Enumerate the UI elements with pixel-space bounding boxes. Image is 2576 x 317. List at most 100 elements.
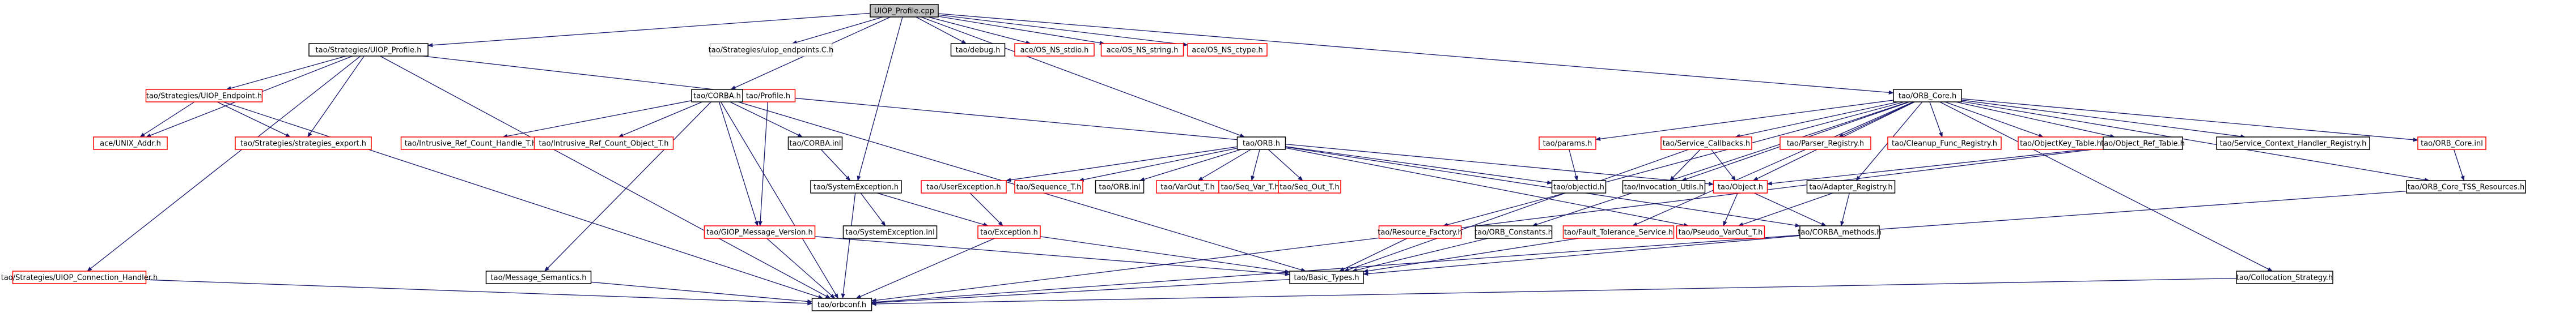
edge-orb_core-to-orb_core_inl [1961,98,2418,142]
node-label: tao/Intrusive_Ref_Count_Handle_T.h [405,140,536,148]
node-invocation_utils[interactable]: tao/Invocation_Utils.h [1622,180,1706,194]
node-orb_constants[interactable]: tao/ORB_Constants.h [1475,225,1553,239]
node-object[interactable]: tao/Object.h [1713,180,1768,194]
edge-sys_exception-to-exception [876,192,989,227]
edge-conn_handler-to-orbconf [146,279,813,306]
node-box [1622,180,1706,194]
node-label: tao/Strategies/strategies_export.h [240,140,366,148]
node-label: tao/Strategies/UIOP_Endpoint.h [146,92,262,101]
node-seq_var_t[interactable]: tao/Seq_Var_T.h [1218,180,1282,194]
node-root[interactable]: UIOP_Profile.cpp [870,4,939,18]
node-orb_core_inl[interactable]: tao/ORB_Core.inl [2417,136,2486,150]
node-giop_version[interactable]: tao/GIOP_Message_Version.h [704,225,816,239]
node-irc_handle[interactable]: tao/Intrusive_Ref_Count_Handle_T.h [400,136,541,150]
node-label: tao/Adapter_Registry.h [1809,183,1892,192]
node-box [1289,271,1364,284]
node-debug[interactable]: tao/debug.h [950,43,1006,57]
node-os_ctype[interactable]: ace/OS_NS_ctype.h [1187,43,1268,57]
edge-orb-to-user_exception [1006,146,1238,182]
node-box [2417,136,2486,150]
edge-corba-to-orbconf [720,101,839,299]
node-varout_t[interactable]: tao/VarOut_T.h [1156,180,1219,194]
edge-corba-to-giop_version [718,101,759,226]
node-tss_resources[interactable]: tao/ORB_Core_TSS_Resources.h [2406,180,2526,194]
edge-root-to-sys_exception [857,16,903,181]
node-label: tao/GIOP_Message_Version.h [706,229,813,237]
edge-strat_profile-to-profile [422,55,742,95]
node-service_context[interactable]: tao/Service_Context_Handler_Registry.h [2216,136,2370,150]
node-profile[interactable]: tao/Profile.h [740,89,796,102]
node-label: tao/Seq_Out_T.h [1279,183,1339,192]
node-box [1887,136,2002,150]
node-os_string[interactable]: ace/OS_NS_string.h [1100,43,1184,57]
node-corba_methods[interactable]: tao/CORBA_methods.h [1798,225,1882,239]
node-exception[interactable]: tao/Exception.h [977,225,1041,239]
node-strategies_export[interactable]: tao/Strategies/strategies_export.h [235,136,372,150]
node-objectkey_table[interactable]: tao/ObjectKey_Table.h [2018,136,2104,150]
node-box [1551,180,1607,194]
node-orbconf[interactable]: tao/orbconf.h [811,298,872,311]
node-uiop_endpoint[interactable]: tao/Strategies/UIOP_Endpoint.h [145,89,263,102]
node-adapter_registry[interactable]: tao/Adapter_Registry.h [1806,180,1896,194]
node-cleanup_func[interactable]: tao/Cleanup_Func_Registry.h [1887,136,2002,150]
node-sys_exception_inl[interactable]: tao/SystemException.inl [842,225,938,239]
node-box [485,271,592,284]
node-box [950,43,1006,57]
node-uiop_endpoints[interactable]: tao/Strategies/uiop_endpoints.C.h [709,43,834,57]
edge-orb_core-to-params [1595,100,1894,141]
node-box [2216,136,2370,150]
node-conn_handler[interactable]: tao/Strategies/UIOP_Connection_Handler.h [1,271,158,284]
edge-object-to-corba_methods [1753,192,1827,226]
node-object_ref_table[interactable]: tao/Object_Ref_Table.h [2101,136,2185,150]
edge-orb-to-varout_t [1197,149,1251,181]
node-collocation[interactable]: tao/Collocation_Strategy.h [2236,271,2333,284]
node-label: tao/CORBA.inl [790,140,841,148]
node-parser_registry[interactable]: tao/Parser_Registry.h [1780,136,1871,150]
edge-strat_profile-to-conn_handler [87,55,361,272]
node-sequence_t[interactable]: tao/Sequence_T.h [1014,180,1083,194]
edge-object_ref_table-to-object [1766,147,2104,186]
node-objectid[interactable]: tao/objectid.h [1551,180,1607,194]
node-label: tao/Message_Semantics.h [491,274,587,282]
node-orb_inl[interactable]: tao/ORB.inl [1095,180,1145,194]
node-pseudo_varout[interactable]: tao/Pseudo_VarOut_T.h [1676,225,1765,239]
node-label: tao/SystemException.inl [845,229,934,237]
edge-orb_core-to-service_context [1961,100,2246,139]
node-corba[interactable]: tao/CORBA.h [691,89,743,102]
node-orb_core[interactable]: tao/ORB_Core.h [1893,89,1962,102]
node-resource_factory[interactable]: tao/Resource_Factory.h [1378,225,1463,239]
node-irc_object[interactable]: tao/Intrusive_Ref_Count_Object_T.h [533,136,674,150]
node-params[interactable]: tao/params.h [1539,136,1596,150]
node-fault_tolerance[interactable]: tao/Fault_Tolerance_Service.h [1562,225,1675,239]
node-box [1278,180,1341,194]
node-box [12,271,147,284]
edge-orb_core-to-resource_factory [1442,101,1905,227]
node-label: tao/Object.h [1718,183,1763,192]
node-unix_addr[interactable]: ace/UNIX_Addr.h [93,136,168,150]
node-os_stdio[interactable]: ace/OS_NS_stdio.h [1014,43,1095,57]
node-user_exception[interactable]: tao/UserException.h [921,180,1007,194]
node-label: tao/Fault_Tolerance_Service.h [1564,229,1673,237]
node-basic_types[interactable]: tao/Basic_Types.h [1289,271,1364,284]
node-sys_exception[interactable]: tao/SystemException.h [810,180,902,194]
node-box [1893,89,1962,102]
node-seq_out_t[interactable]: tao/Seq_Out_T.h [1278,180,1341,194]
node-label: UIOP_Profile.cpp [874,7,934,16]
node-box [1660,136,1752,150]
node-service_callbacks[interactable]: tao/Service_Callbacks.h [1660,136,1752,150]
node-label: tao/Object_Ref_Table.h [2101,140,2185,148]
node-box [1236,136,1286,150]
node-strat_profile[interactable]: tao/Strategies/UIOP_Profile.h [308,43,429,57]
node-corba_inl[interactable]: tao/CORBA.inl [787,136,843,150]
node-box [811,298,872,311]
edge-root-to-os_stdio [928,16,1031,45]
edge-collocation-to-orbconf [871,277,2237,306]
node-box [1799,225,1880,239]
edge-giop_version-to-basic_types [815,236,1290,276]
node-box [308,43,429,57]
node-message_semantics[interactable]: tao/Message_Semantics.h [485,271,592,284]
node-orb[interactable]: tao/ORB.h [1236,136,1286,150]
node-box [2406,180,2526,194]
node-box [1095,180,1145,194]
node-label: ace/OS_NS_stdio.h [1020,46,1089,55]
